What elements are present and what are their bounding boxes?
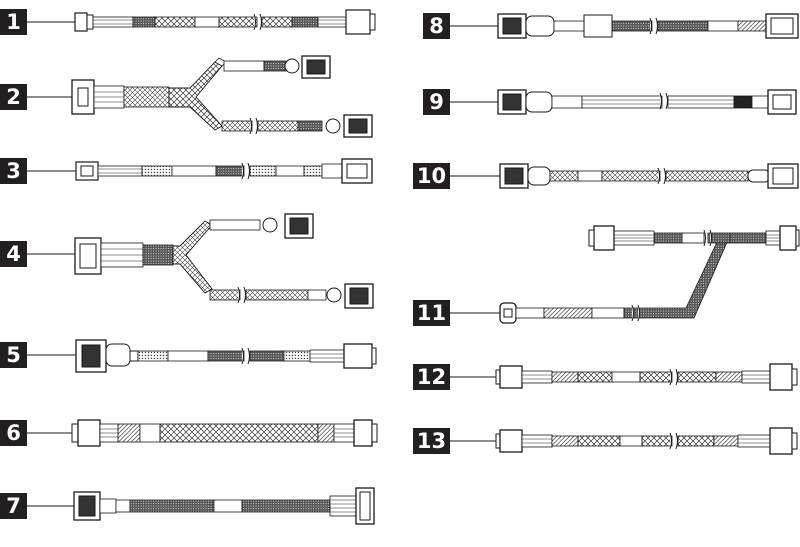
- callout-label: 9: [429, 90, 444, 114]
- cable-6: 6: [0, 419, 378, 447]
- connector-right: [343, 343, 373, 369]
- callout-badge: [0, 493, 27, 519]
- callout-label: 10: [417, 164, 446, 188]
- cable-12: 12: [413, 363, 798, 391]
- callout-badge: [0, 9, 27, 35]
- callout-badge: [413, 300, 450, 326]
- connector-top-right: [779, 225, 797, 251]
- cable-7: 7: [0, 487, 375, 525]
- callout-label: 3: [6, 159, 21, 183]
- connector-right: [353, 419, 373, 447]
- cable-2: 2: [0, 55, 373, 138]
- connector-left: [499, 429, 523, 453]
- connector-right: [345, 9, 371, 35]
- callout-badge: [0, 241, 27, 267]
- cable-10: 10: [413, 163, 799, 189]
- connector-top-left: [593, 225, 615, 251]
- cable-3: 3: [0, 158, 373, 184]
- callout-badge: [0, 342, 27, 368]
- callout-label: 7: [6, 494, 21, 518]
- callout-badge: [0, 420, 27, 446]
- callout-label: 13: [417, 429, 446, 453]
- cable-4: 4: [0, 213, 374, 309]
- callout-badge: [423, 89, 450, 115]
- callout-label: 8: [429, 14, 444, 38]
- callout-badge: [413, 364, 450, 390]
- cable-11: 11: [413, 225, 800, 326]
- callout-label: 6: [6, 421, 21, 445]
- callout-badge: [0, 84, 27, 110]
- cable-1: 1: [0, 9, 376, 35]
- cable-8: 8: [423, 13, 799, 39]
- cable-5: 5: [0, 339, 377, 373]
- callout-label: 5: [6, 343, 21, 367]
- cable-13: 13: [413, 427, 798, 455]
- callout-label: 12: [417, 365, 446, 389]
- callout-badge: [0, 158, 27, 184]
- callout-label: 1: [6, 10, 21, 34]
- callout-badge: [413, 163, 450, 189]
- callout-label: 2: [6, 85, 21, 109]
- connector-left: [74, 12, 88, 32]
- callout-badge: [413, 428, 450, 454]
- connector-right: [769, 363, 793, 391]
- callout-label: 11: [417, 301, 446, 325]
- callout-badge: [423, 13, 450, 39]
- connector-right: [769, 427, 793, 455]
- callout-label: 4: [6, 242, 21, 266]
- connector-left: [77, 419, 101, 447]
- cable-9: 9: [423, 89, 797, 115]
- connector-left: [499, 365, 523, 389]
